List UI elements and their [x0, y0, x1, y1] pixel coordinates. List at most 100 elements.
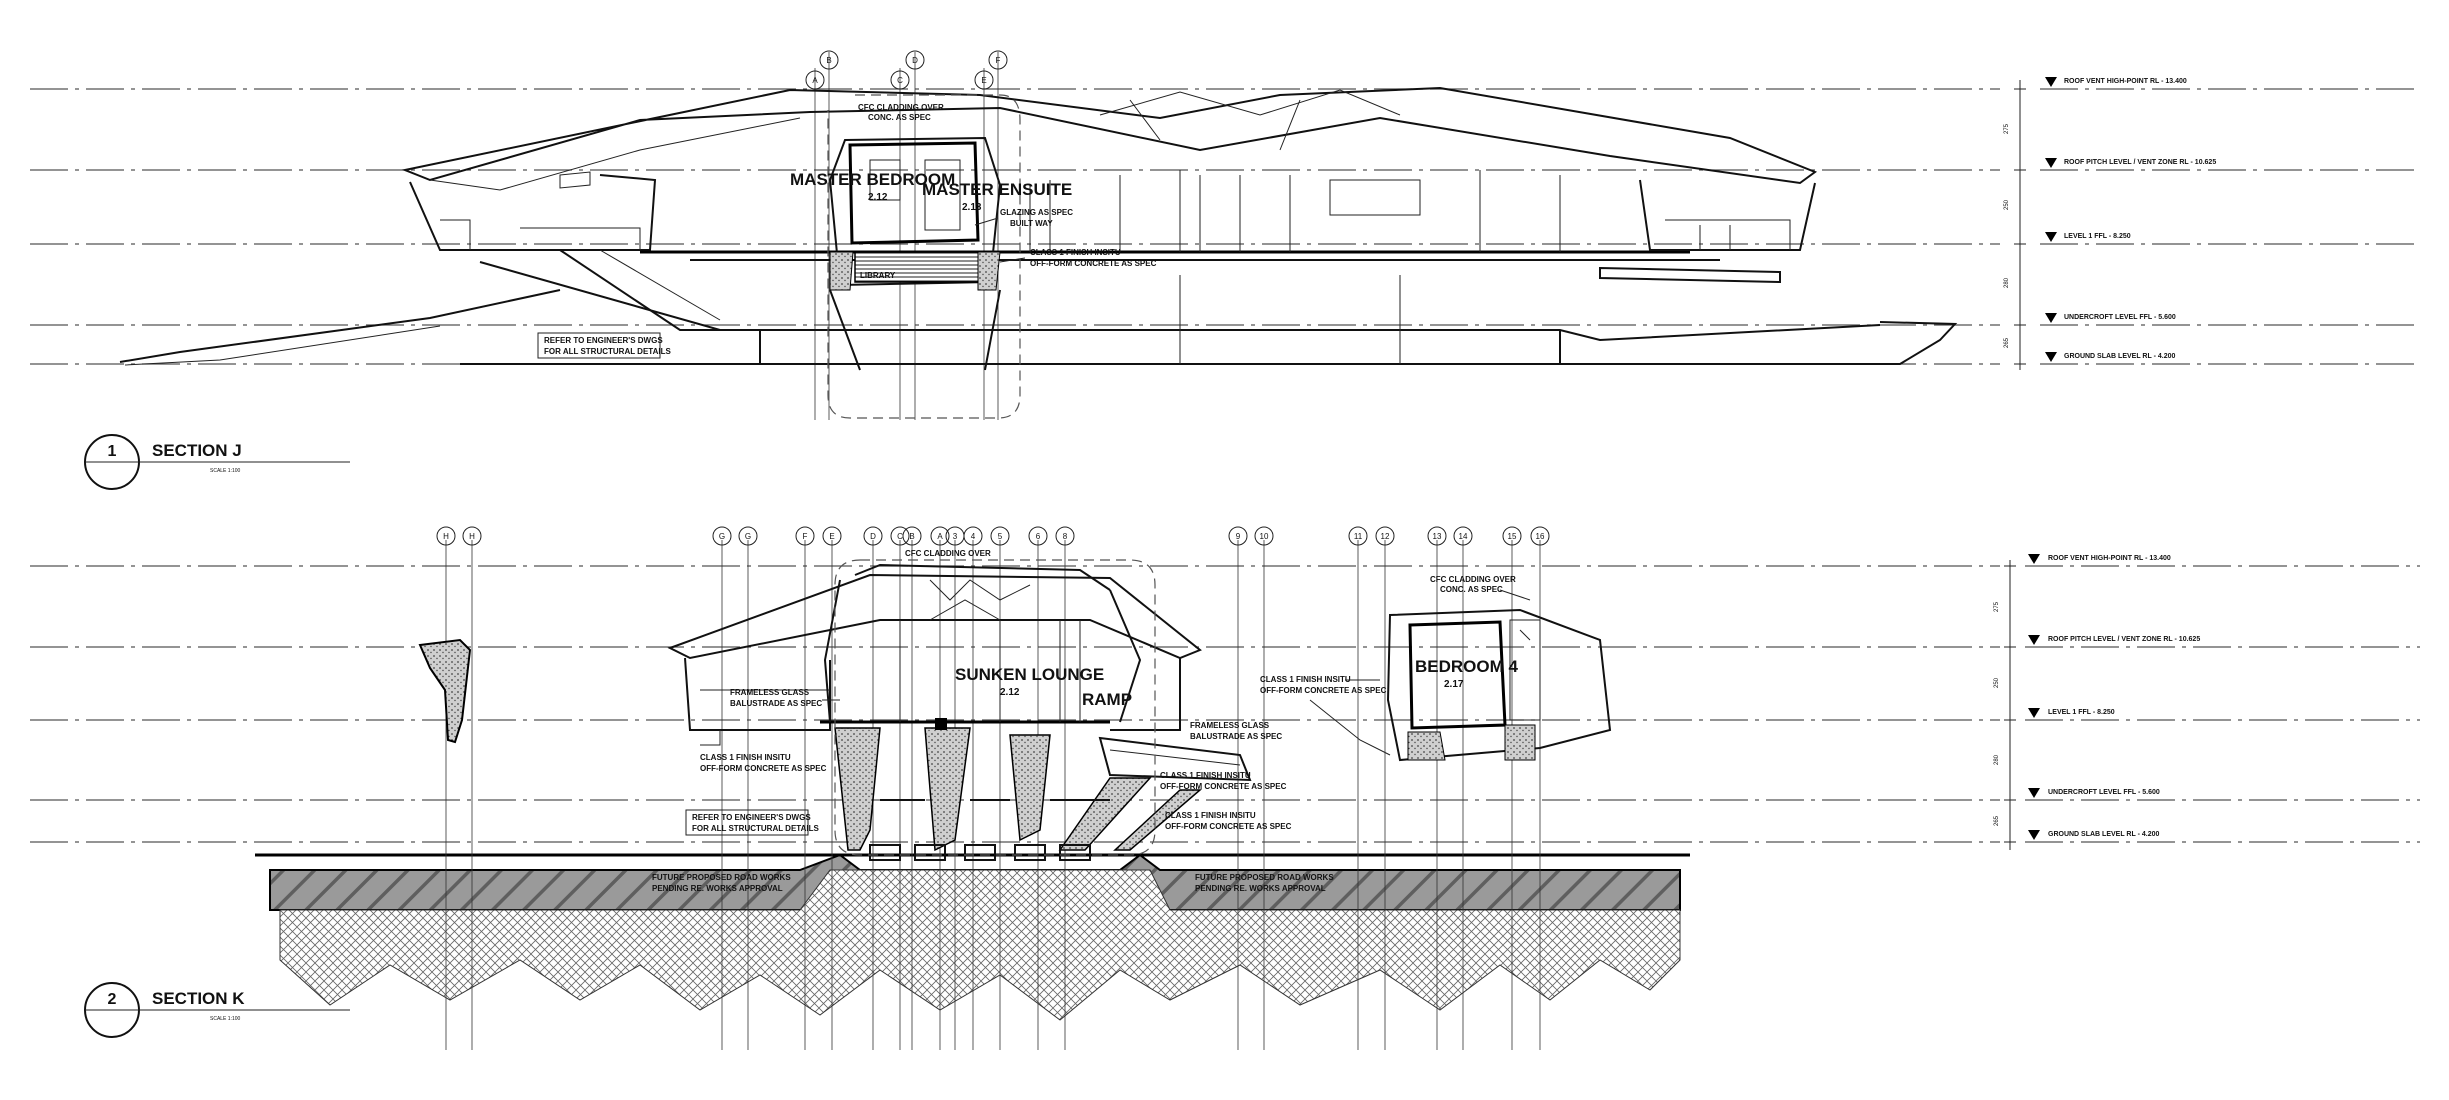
- grid-label: 4: [971, 532, 976, 541]
- note-cfc: CONC. AS SPEC: [1440, 585, 1503, 594]
- grid-label: E: [981, 76, 986, 85]
- level-label: GROUND SLAB LEVEL RL - 4.200: [2048, 831, 2159, 838]
- level-dim: 265: [2004, 337, 2010, 348]
- section-j-building: [119, 86, 1958, 419]
- grid-label: C: [897, 76, 903, 85]
- grid-label: B: [909, 532, 914, 541]
- note-class: OFF-FORM CONCRETE AS SPEC: [700, 764, 827, 773]
- grid-label: 13: [1433, 532, 1442, 541]
- note-frameless: BALUSTRADE AS SPEC: [1190, 732, 1282, 741]
- section-number: 2: [108, 991, 117, 1008]
- note-road: PENDING RE. WORKS APPROVAL: [1195, 884, 1326, 893]
- section-k-building: [667, 559, 1252, 861]
- level-dim: 250: [2004, 199, 2010, 210]
- room-number: 2.17: [1444, 679, 1464, 690]
- note-class: CLASS 1 FINISH INSITU: [1260, 675, 1351, 684]
- note-class: OFF-FORM CONCRETE AS SPEC: [1160, 782, 1287, 791]
- note-library: LIBRARY: [860, 271, 896, 280]
- grid-label: 16: [1536, 532, 1545, 541]
- note-refer: FOR ALL STRUCTURAL DETAILS: [692, 824, 819, 833]
- note-class: OFF-FORM CONCRETE AS SPEC: [1030, 259, 1157, 268]
- level-dim: 280: [2004, 277, 2010, 288]
- grid-label: 15: [1508, 532, 1517, 541]
- note-road: FUTURE PROPOSED ROAD WORKS: [1195, 873, 1334, 882]
- note-frameless: FRAMELESS GLASS: [730, 688, 810, 697]
- level-label: ROOF PITCH LEVEL / VENT ZONE RL - 10.625: [2048, 636, 2200, 643]
- section-k-grid-bubbles: H H G G F E D C B A 3 4 5 6 8 9 10 11 12…: [436, 526, 1550, 546]
- level-label: UNDERCROFT LEVEL FFL - 5.600: [2048, 789, 2160, 796]
- section-k-bedroom-pod: [1386, 608, 1612, 762]
- level-dim: 280: [1994, 754, 2000, 765]
- section-j-levels: 275 250 280 265 ROOF VENT HIGH-POINT RL …: [2004, 77, 2216, 370]
- level-dim: 275: [2004, 123, 2010, 134]
- section-title: SECTION J: [152, 441, 242, 460]
- note-frameless: BALUSTRADE AS SPEC: [730, 699, 822, 708]
- note-refer: FOR ALL STRUCTURAL DETAILS: [544, 347, 671, 356]
- grid-label: 9: [1236, 532, 1241, 541]
- grid-label: 10: [1260, 532, 1269, 541]
- section-j-title: 1 SECTION J SCALE 1:100: [84, 434, 350, 490]
- grid-label: H: [443, 532, 449, 541]
- note-cfc: CFC CLADDING OVER: [1430, 575, 1516, 584]
- note-refer: REFER TO ENGINEER'S DWGS: [692, 813, 811, 822]
- room-name: BEDROOM 4: [1415, 657, 1519, 676]
- section-number: 1: [108, 443, 117, 460]
- grid-label: 11: [1354, 532, 1363, 541]
- level-label: ROOF PITCH LEVEL / VENT ZONE RL - 10.625: [2064, 159, 2216, 166]
- level-label: ROOF VENT HIGH-POINT RL - 13.400: [2064, 78, 2187, 85]
- note-frameless: FRAMELESS GLASS: [1190, 721, 1270, 730]
- section-j: A B C D E F MASTER BEDROOM 2.12 MASTER E…: [30, 50, 2420, 490]
- level-dim: 265: [1994, 815, 2000, 826]
- level-label: ROOF VENT HIGH-POINT RL - 13.400: [2048, 555, 2171, 562]
- grid-label: B: [826, 56, 831, 65]
- grid-label: G: [745, 532, 751, 541]
- note-glazing: BUILT WAY: [1010, 219, 1053, 228]
- note-class: CLASS 1 FINISH INSITU: [1030, 248, 1121, 257]
- room-number: 2.12: [868, 192, 888, 203]
- note-cfc: CONC. AS SPEC: [868, 113, 931, 122]
- grid-label: C: [897, 532, 903, 541]
- note-class: OFF-FORM CONCRETE AS SPEC: [1165, 822, 1292, 831]
- section-j-grid-bubbles: A B C D E F: [805, 50, 1008, 90]
- grid-label: A: [812, 76, 818, 85]
- note-glazing: GLAZING AS SPEC: [1000, 208, 1073, 217]
- note-class: CLASS 1 FINISH INSITU: [1160, 771, 1251, 780]
- grid-label: A: [937, 532, 943, 541]
- grid-label: E: [829, 532, 834, 541]
- grid-label: 3: [953, 532, 958, 541]
- note-class: CLASS 1 FINISH INSITU: [1165, 811, 1256, 820]
- section-scale: SCALE 1:100: [210, 468, 241, 474]
- section-k-levels: 275 250 280 265 ROOF VENT HIGH-POINT RL …: [1994, 554, 2200, 850]
- level-label: LEVEL 1 FFL - 8.250: [2048, 709, 2115, 716]
- level-dim: 275: [1994, 601, 2000, 612]
- room-name: SUNKEN LOUNGE: [955, 665, 1104, 684]
- room-number: 2.12: [1000, 687, 1020, 698]
- grid-label: 14: [1459, 532, 1468, 541]
- grid-label: 5: [998, 532, 1003, 541]
- grid-label: D: [870, 532, 876, 541]
- note-class: OFF-FORM CONCRETE AS SPEC: [1260, 686, 1387, 695]
- section-scale: SCALE 1:100: [210, 1016, 241, 1022]
- grid-label: H: [469, 532, 475, 541]
- note-road: PENDING RE. WORKS APPROVAL: [652, 884, 783, 893]
- note-class: CLASS 1 FINISH INSITU: [700, 753, 791, 762]
- room-name: MASTER ENSUITE: [922, 180, 1072, 199]
- section-j-grid-lines: [814, 52, 999, 420]
- section-k-ground: [255, 853, 1690, 1021]
- note-cfc: CFC CLADDING OVER: [905, 549, 991, 558]
- room-name: RAMP: [1082, 690, 1132, 709]
- level-dim: 250: [1994, 677, 2000, 688]
- grid-label: F: [996, 56, 1001, 65]
- level-label: GROUND SLAB LEVEL RL - 4.200: [2064, 353, 2175, 360]
- grid-label: F: [803, 532, 808, 541]
- note-refer: REFER TO ENGINEER'S DWGS: [544, 336, 663, 345]
- grid-label: 8: [1063, 532, 1068, 541]
- section-k-level-lines: [30, 565, 2420, 843]
- section-k: H H G G F E D C B A 3 4 5 6 8 9 10 11 12…: [30, 526, 2420, 1050]
- note-road: FUTURE PROPOSED ROAD WORKS: [652, 873, 791, 882]
- room-name: MASTER BEDROOM: [790, 170, 955, 189]
- grid-label: 12: [1381, 532, 1390, 541]
- section-title: SECTION K: [152, 989, 245, 1008]
- note-cfc: CFC CLADDING OVER: [858, 103, 944, 112]
